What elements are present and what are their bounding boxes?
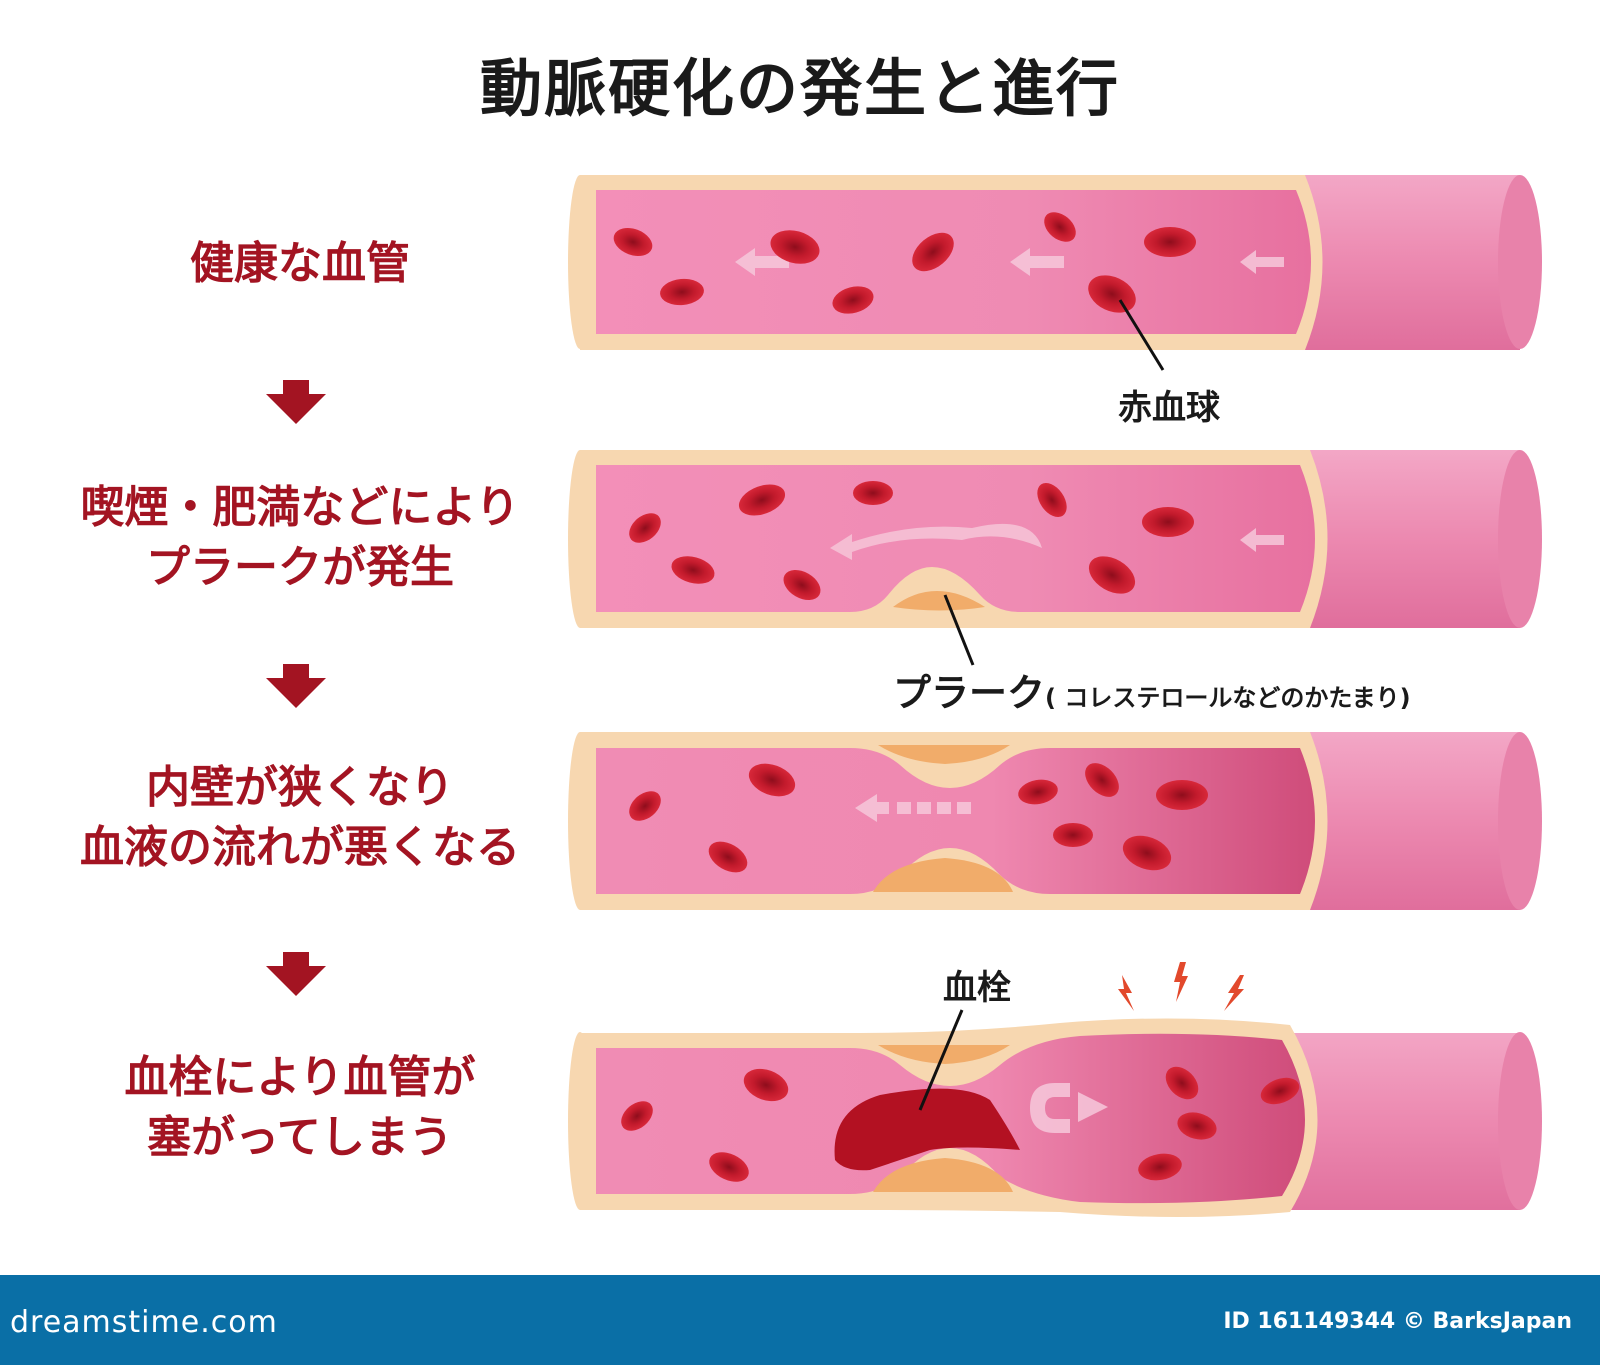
stage-4-label: 血栓により血管が 塞がってしまう (20, 1048, 580, 1168)
red-blood-cell (660, 278, 704, 306)
red-blood-cell (738, 484, 786, 516)
red-blood-cell (1142, 507, 1194, 537)
stage-2-line-1: 喫煙・肥満などにより (80, 482, 520, 533)
flow-arrow-icon (830, 523, 1042, 560)
spark-icon (1224, 975, 1244, 1011)
vessel-end (1498, 1032, 1542, 1210)
callout-plaque-note: ( コレステロールなどのかたまり) (1045, 684, 1411, 712)
red-blood-cells (629, 481, 1194, 601)
vessel-plaque (568, 450, 1542, 666)
red-blood-cell (709, 1152, 749, 1182)
stage-3-line-2: 血液の流れが悪くなる (80, 822, 520, 873)
stage-4-line-2: 塞がってしまう (147, 1112, 453, 1163)
footer-bar: dreamstime.com ID 161149344 © BarksJapan (0, 1275, 1600, 1365)
red-blood-cell (1156, 780, 1208, 810)
red-blood-cell (1260, 1077, 1300, 1105)
callout-thrombus: 血栓 (943, 968, 1011, 1008)
vessel-cut-edge (568, 175, 592, 349)
flow-arrow-icon (1240, 250, 1284, 274)
vessel-end (1498, 175, 1542, 349)
page-title: 動脈硬化の発生と進行 (479, 52, 1120, 125)
plaque (873, 1158, 1013, 1192)
vessel-cut-edge (568, 732, 592, 910)
vessel-lumen (596, 190, 1311, 334)
vessel-diagram (568, 175, 1542, 1217)
red-blood-cell (1044, 212, 1076, 242)
stage-2-label: 喫煙・肥満などにより プラークが発生 (20, 478, 580, 598)
red-blood-cell (1085, 763, 1119, 797)
red-blood-cell (629, 791, 661, 821)
red-blood-cell (1088, 556, 1136, 594)
red-blood-cell (1053, 823, 1093, 847)
red-blood-cell (629, 513, 661, 543)
plaque (873, 858, 1013, 892)
callout-plaque-label: プラーク (893, 671, 1046, 715)
vessel-thrombus (568, 962, 1542, 1217)
red-blood-cell (832, 286, 874, 314)
stage-4-line-1: 血栓により血管が (124, 1052, 476, 1103)
red-blood-cell (1122, 835, 1172, 871)
vessel-cut-edge (568, 450, 592, 628)
red-blood-cell (1144, 227, 1196, 257)
red-blood-cell (912, 232, 954, 272)
stage-1-label: 健康な血管 (20, 234, 580, 294)
red-blood-cell (621, 1101, 653, 1131)
red-blood-cell (671, 556, 715, 584)
vessel-end (1498, 450, 1542, 628)
red-blood-cell (1138, 1153, 1182, 1181)
spark-icon (1174, 962, 1188, 1002)
callout-line (918, 1009, 964, 1111)
callout-plaque: プラーク( コレステロールなどのかたまり) (893, 662, 1411, 717)
vessel-healthy (568, 175, 1542, 371)
backflow-arrow-icon (1030, 1083, 1108, 1133)
footer-credit: ID 161149344 © BarksJapan (1223, 1309, 1572, 1334)
flow-arrow-icon (855, 794, 971, 822)
callout-line (943, 594, 975, 666)
red-blood-cell (1037, 482, 1067, 518)
plaque (893, 591, 985, 611)
red-blood-cells (621, 1066, 1300, 1182)
red-blood-cell (613, 227, 653, 257)
red-blood-cell (1165, 1066, 1199, 1100)
plaque (878, 745, 1010, 764)
red-blood-cell (1177, 1112, 1217, 1140)
footer-brand[interactable]: dreamstime.com (10, 1305, 278, 1340)
red-blood-cell (708, 841, 748, 873)
red-blood-cells (629, 763, 1208, 873)
vessel-cut-edge (568, 1032, 592, 1210)
red-blood-cell (743, 1068, 789, 1102)
spark-icon (1118, 975, 1134, 1011)
red-blood-cells (613, 212, 1196, 314)
flow-arrow-icon (735, 248, 789, 276)
red-blood-cell (770, 230, 820, 264)
down-arrow-icon (266, 952, 326, 996)
red-blood-cell (748, 763, 796, 797)
flow-arrow-icon (1010, 248, 1064, 276)
stage-3-label: 内壁が狭くなり 血液の流れが悪くなる (20, 758, 580, 878)
stage-2-line-2: プラークが発生 (146, 542, 454, 593)
down-arrow-icon (266, 380, 326, 424)
red-blood-cell (1088, 275, 1136, 313)
callout-red-blood-cell: 赤血球 (1118, 388, 1220, 428)
red-blood-cell (1018, 779, 1058, 805)
red-blood-cell (783, 569, 821, 601)
vessel-narrowed (568, 732, 1542, 910)
callout-line (1118, 299, 1165, 371)
pain-spark-icons (1118, 962, 1244, 1011)
vessel-end (1498, 732, 1542, 910)
stage-1-line-1: 健康な血管 (190, 238, 410, 289)
stage-3-line-1: 内壁が狭くなり (146, 762, 454, 813)
down-arrow-icon (266, 664, 326, 708)
flow-arrow-icon (1240, 528, 1284, 552)
thrombus (834, 1088, 1020, 1171)
red-blood-cell (853, 481, 893, 505)
